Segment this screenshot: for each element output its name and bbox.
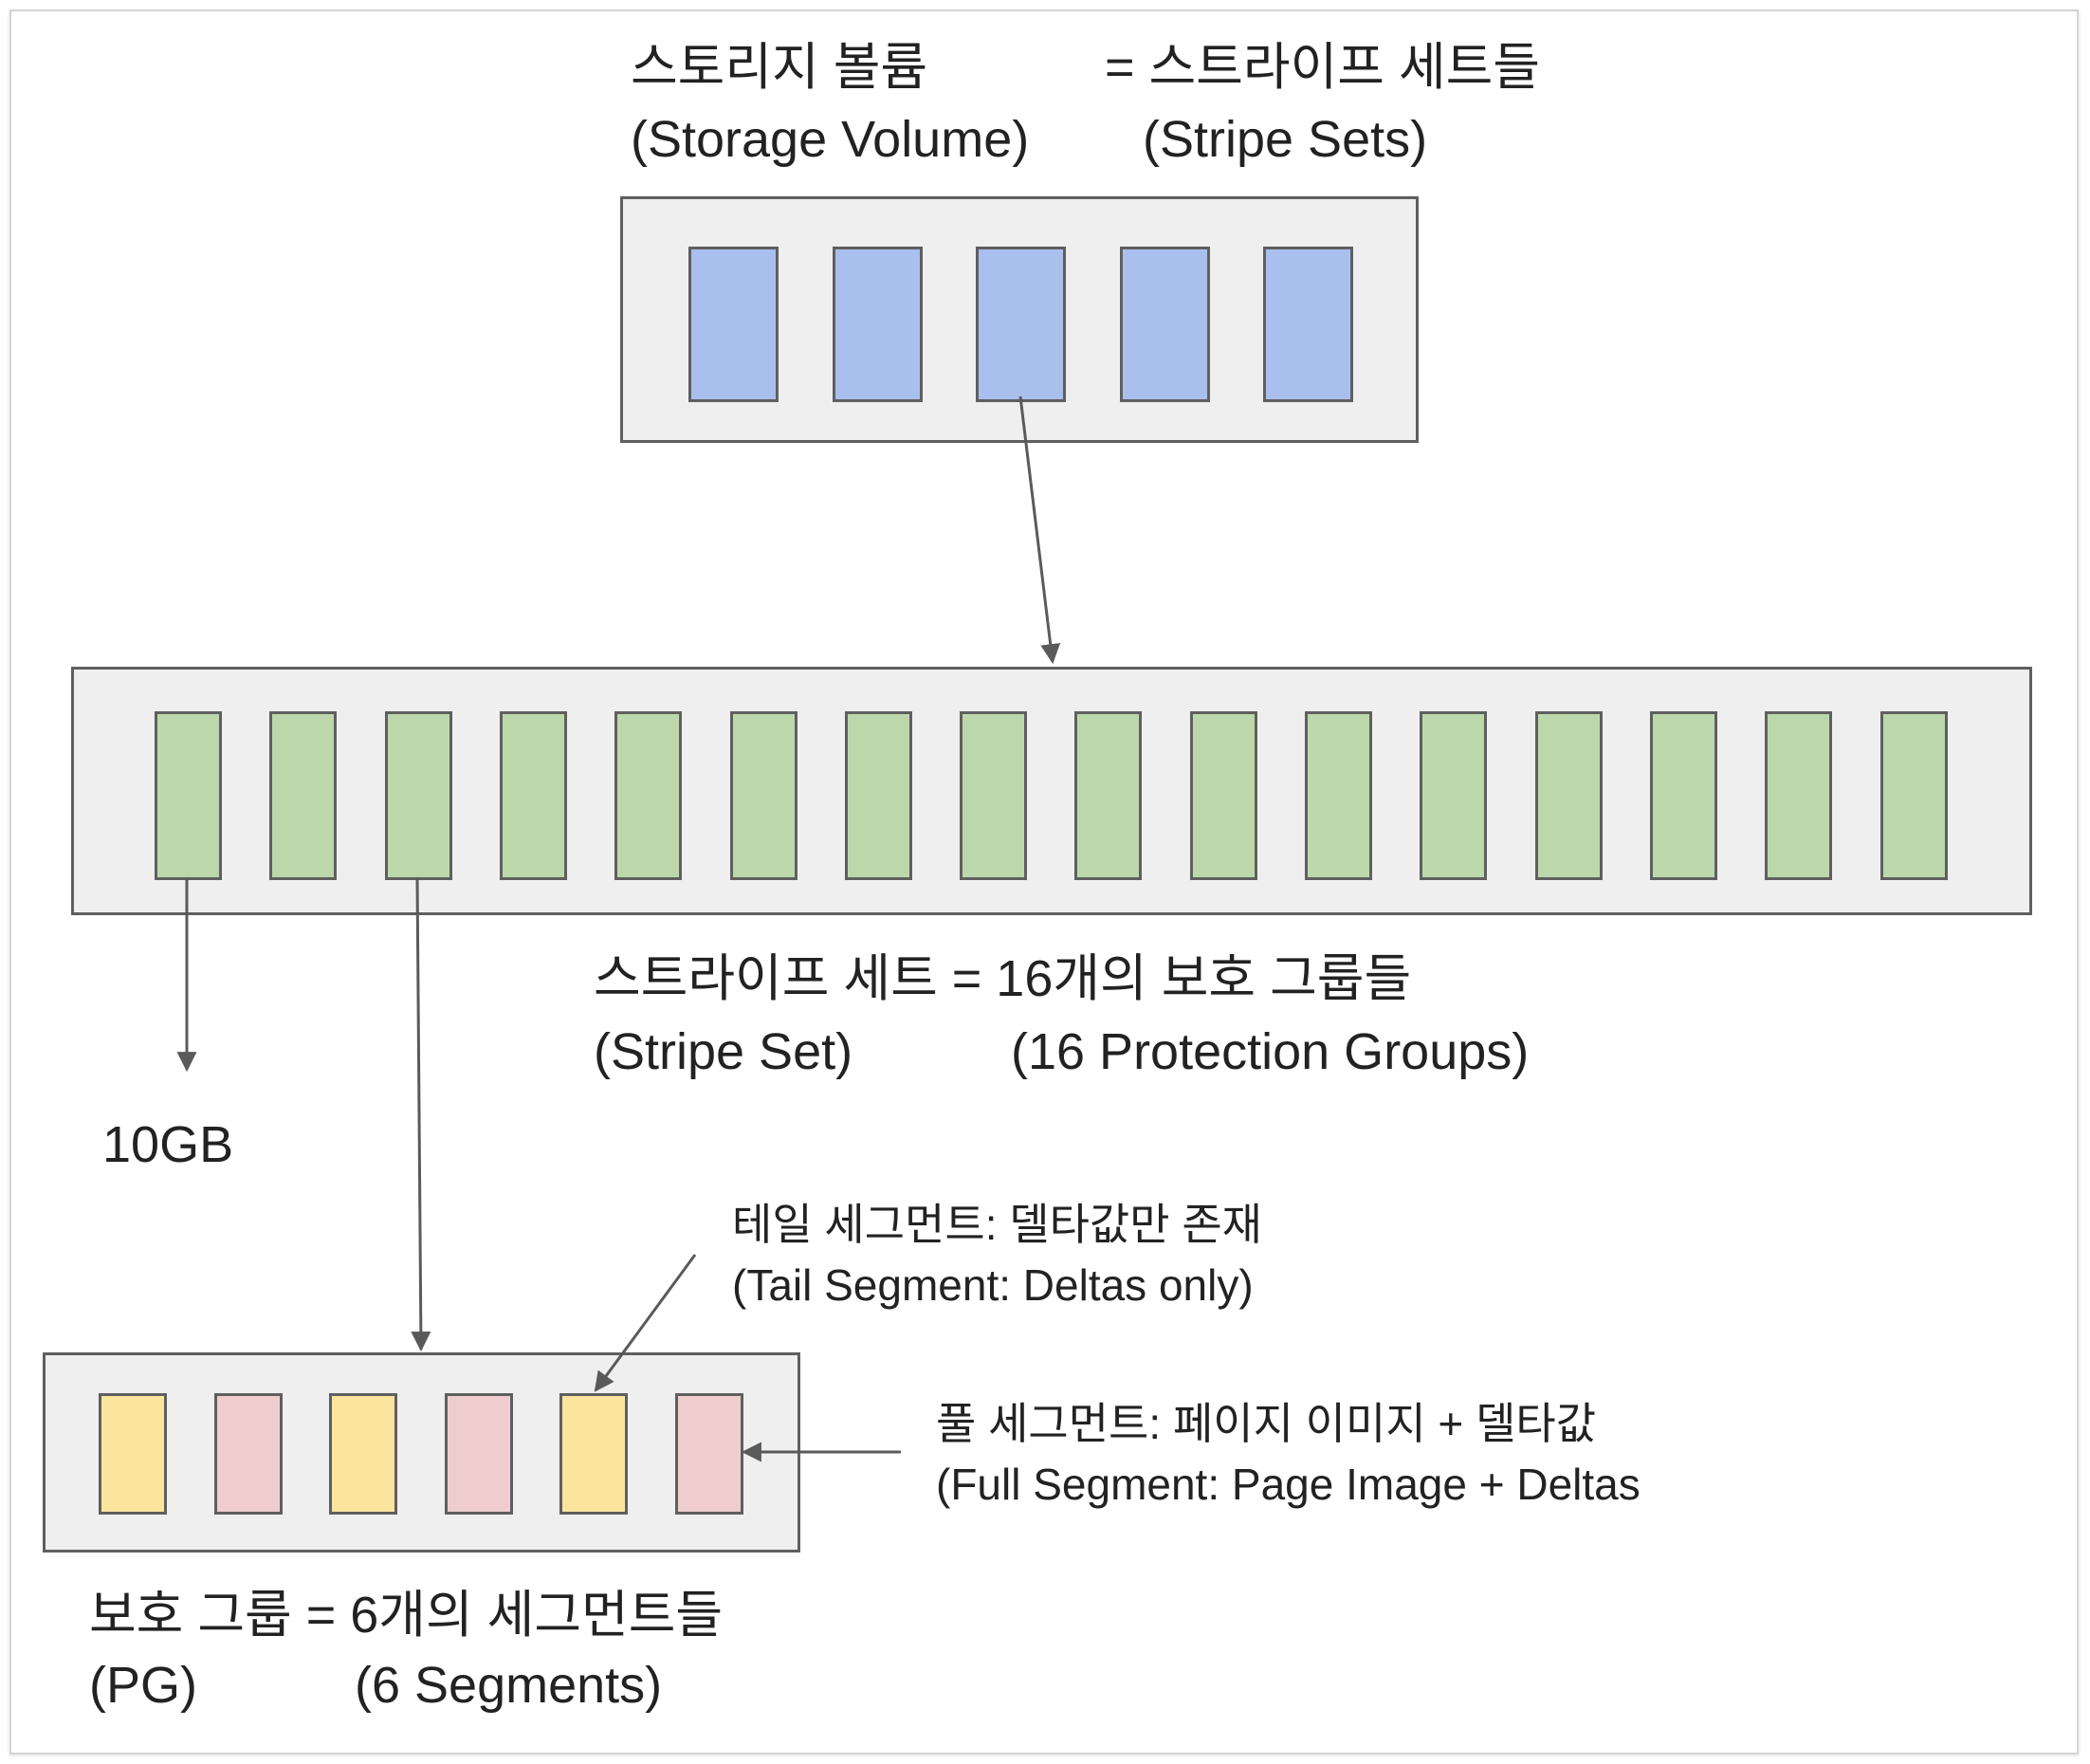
- protection-group-cell: [844, 711, 912, 880]
- full-segment-label-ko: 풀 세그먼트: 페이지 이미지 + 델타값: [936, 1399, 1597, 1448]
- protection-group-cell: [614, 711, 683, 880]
- protection-group-box: [43, 1352, 800, 1553]
- stripe-set-box: [71, 667, 2032, 915]
- protection-groups-label-en: (16 Protection Groups): [1011, 1023, 1530, 1080]
- protection-group-cell: [1765, 711, 1833, 880]
- storage-volume-box: [620, 196, 1419, 443]
- pg-size-label: 10GB: [102, 1116, 234, 1173]
- segments-label-en: (6 Segments): [355, 1657, 663, 1714]
- stripe-set-cell: [832, 247, 923, 402]
- protection-group-cell: [1534, 711, 1603, 880]
- volume-to-stripe-set-arrow: [1018, 395, 1061, 665]
- stripe-set-cell: [688, 247, 779, 402]
- volume-title-en: (Storage Volume): [631, 111, 1030, 168]
- protection-group-cell: [960, 711, 1028, 880]
- protection-group-cell: [1879, 711, 1948, 880]
- protection-group-cell: [729, 711, 798, 880]
- protection-group-cell: [499, 711, 567, 880]
- protection-group-cell: [1074, 711, 1143, 880]
- full-segment-label-en: (Full Segment: Page Image + Deltas: [936, 1460, 1641, 1509]
- stripe-set-cell: [1263, 247, 1353, 402]
- tail-segment-label-en: (Tail Segment: Deltas only): [732, 1260, 1254, 1310]
- tail-segment-arrow: [594, 1254, 697, 1392]
- stripe-set-label-en: (Stripe Set): [594, 1023, 853, 1080]
- full-segment-cell: [674, 1393, 743, 1515]
- tail-segment-cell: [329, 1393, 397, 1515]
- pg-label-ko: 보호 그룹 = 6개의 세그먼트들: [89, 1587, 724, 1644]
- tail-segment-cell: [559, 1393, 628, 1515]
- volume-title-ko: 스토리지 볼륨: [631, 39, 928, 96]
- protection-group-cell: [1420, 711, 1488, 880]
- protection-group-cell: [155, 711, 222, 880]
- protection-group-cell: [1649, 711, 1717, 880]
- stripe-set-cell: [1119, 247, 1210, 402]
- tail-segment-label-ko: 테일 세그먼트: 델타값만 존재: [732, 1200, 1262, 1249]
- stripe-to-pg-arrow: [411, 876, 431, 1352]
- protection-group-cell: [1305, 711, 1372, 880]
- full-segment-cell: [444, 1393, 513, 1515]
- volume-rhs-en: (Stripe Sets): [1143, 111, 1428, 168]
- protection-group-cell: [269, 711, 338, 880]
- full-segment-cell: [213, 1393, 283, 1515]
- pg-label-en: (PG): [89, 1657, 197, 1714]
- tail-segment-cell: [99, 1393, 167, 1515]
- protection-group-cell: [1189, 711, 1257, 880]
- stripe-set-label-ko: 스트라이프 세트 = 16개의 보호 그룹들: [594, 950, 1412, 1007]
- volume-rhs-ko: = 스트라이프 세트들: [1105, 39, 1540, 96]
- diagram-frame: [9, 9, 2079, 1755]
